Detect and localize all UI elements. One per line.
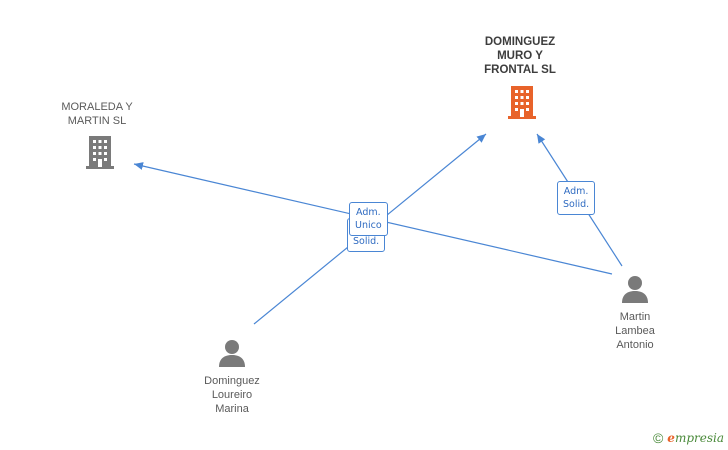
person-martin-name[interactable]: Martin Lambea Antonio	[615, 311, 655, 351]
brand-initial: e	[667, 431, 675, 445]
company-moraleda-name[interactable]: MORALEDA Y MARTIN SL	[61, 101, 133, 127]
person-icon[interactable]	[620, 274, 650, 304]
empresia-watermark: © empresia	[653, 430, 724, 446]
relation-badge-adm-solid[interactable]: Adm. Solid.	[557, 181, 596, 215]
company-dominguez-muro-name[interactable]: DOMINGUEZ MURO Y FRONTAL SL	[484, 36, 556, 76]
relation-badge-adm-unico[interactable]: Adm. Unico	[349, 202, 388, 236]
copyright-icon: ©	[652, 430, 664, 446]
building-icon[interactable]	[506, 84, 538, 120]
person-icon[interactable]	[217, 338, 247, 368]
building-icon[interactable]	[84, 134, 116, 170]
person-dominguez-loureiro-name[interactable]: Dominguez Loureiro Marina	[204, 375, 260, 415]
brand-name: mpresia	[674, 431, 724, 445]
